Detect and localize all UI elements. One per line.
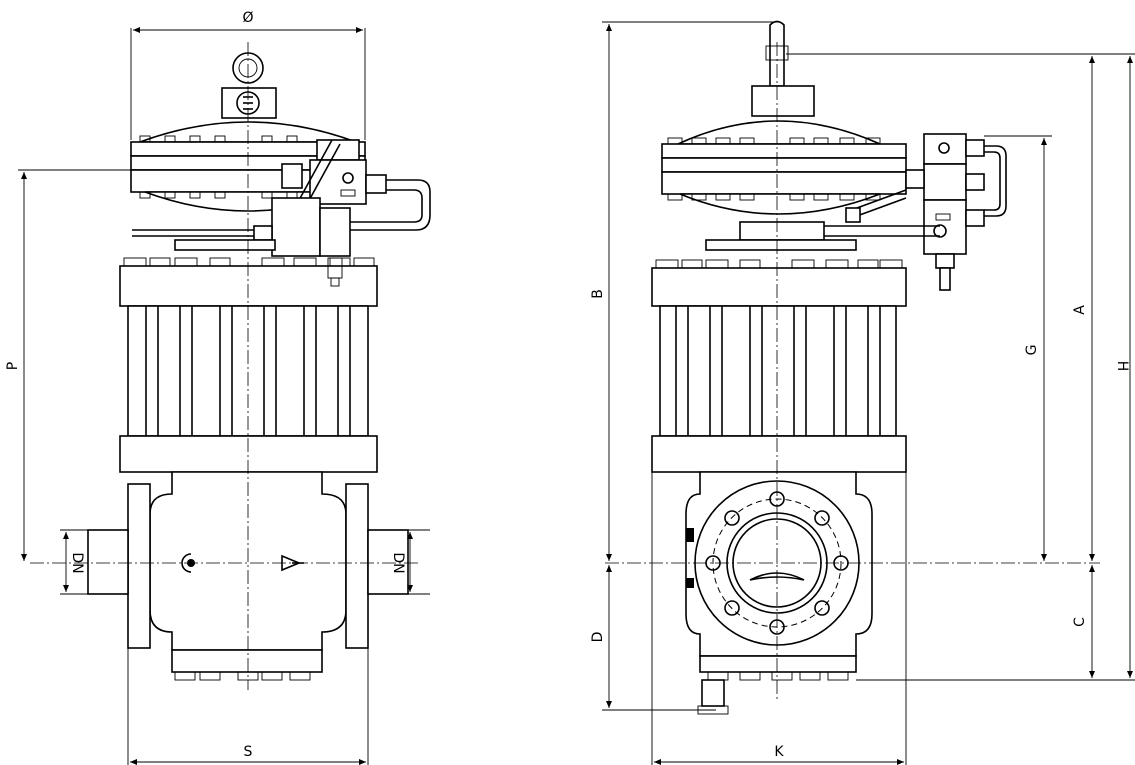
lifting-hook (751, 20, 815, 117)
pilot-assembly (132, 139, 431, 257)
label-diameter: Ø (242, 10, 253, 26)
dimension-b: B (590, 21, 780, 561)
label-h: H (1114, 361, 1130, 372)
dimension-g: G (984, 135, 1052, 561)
label-dn-inlet: DN (69, 552, 85, 573)
dimension-dn-outlet: DN (390, 529, 430, 595)
upper-flange (119, 239, 378, 307)
dimension-p: P (5, 169, 131, 561)
valve-body-side (685, 471, 873, 715)
diaphragm-housing-side (661, 120, 907, 215)
dimension-diameter: Ø (130, 10, 366, 140)
eye-bolt (221, 52, 277, 119)
pilot-assembly-side (739, 133, 1007, 291)
dimension-dn-inlet: DN (60, 529, 88, 595)
side-view: B D K G A C (590, 20, 1135, 765)
label-k: K (774, 744, 784, 760)
dimension-k: K (651, 472, 907, 765)
label-d: D (590, 632, 606, 643)
label-a: A (1072, 305, 1088, 315)
lower-flange-side (651, 435, 907, 473)
label-b: B (590, 289, 606, 299)
label-s: S (244, 744, 253, 760)
spring-case-side (659, 305, 897, 437)
front-view: Ø (5, 10, 431, 765)
label-g: G (1024, 345, 1040, 356)
dimension-s: S (127, 648, 369, 765)
spring-case (127, 305, 369, 437)
dimension-d: D (590, 565, 716, 711)
label-c: C (1072, 617, 1088, 627)
upper-flange-side (651, 239, 907, 307)
dimension-a: A (786, 53, 1135, 561)
dimension-c: C (856, 565, 1135, 681)
label-p: P (5, 362, 21, 370)
label-dn-outlet: DN (390, 552, 406, 573)
dimension-h: H (1114, 56, 1133, 678)
lower-flange (119, 435, 378, 473)
